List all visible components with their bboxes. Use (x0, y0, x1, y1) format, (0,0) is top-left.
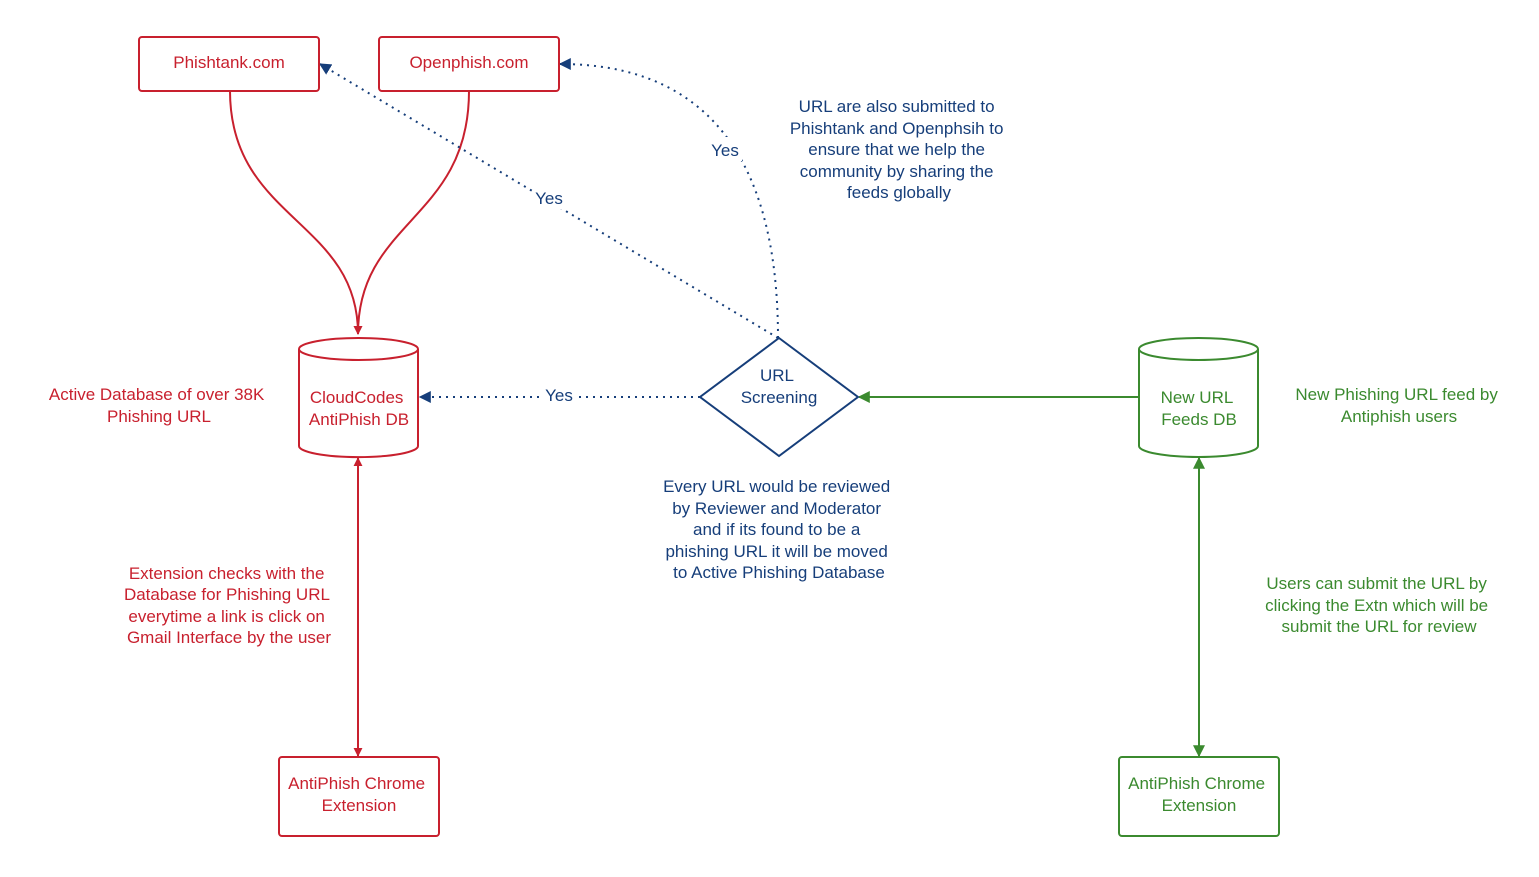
node-chrome-extension-right: AntiPhish Chrome Extension (1118, 756, 1280, 837)
edge-label-yes-openphish: Yes (711, 141, 739, 160)
edge-screening-to-openphish (558, 58, 779, 339)
node-chrome-extension-right-label: AntiPhish Chrome Extension (1128, 774, 1270, 815)
edge-label-yes-phishtank: Yes (535, 189, 563, 208)
node-openphish-label: Openphish.com (409, 53, 528, 72)
node-openphish: Openphish.com (378, 36, 560, 92)
node-new-url-feeds-db-label: New URL Feeds DB (1161, 388, 1238, 429)
annotation-submitted-to-community: URL are also submitted to Phishtank and … (790, 97, 1008, 202)
node-cloudcodes-db-label: CloudCodes AntiPhish DB (309, 388, 409, 429)
annotation-review-process: Every URL would be reviewed by Reviewer … (663, 477, 895, 582)
annotation-extension-checks: Extension checks with the Database for P… (124, 564, 334, 647)
node-chrome-extension-left: AntiPhish Chrome Extension (278, 756, 440, 837)
edge-phishtank-to-cloudcodes (229, 90, 363, 335)
node-phishtank: Phishtank.com (138, 36, 320, 92)
node-url-screening-label: URL Screening (741, 366, 818, 407)
annotation-active-db: Active Database of over 38K Phishing URL (49, 385, 269, 426)
annotation-users-submit: Users can submit the URL by clicking the… (1265, 574, 1493, 636)
node-phishtank-label: Phishtank.com (173, 53, 285, 72)
node-new-url-feeds-db: New URL Feeds DB (1138, 337, 1259, 458)
node-chrome-extension-left-label: AntiPhish Chrome Extension (288, 774, 430, 815)
edge-label-yes-cloudcodes: Yes (545, 386, 573, 405)
node-cloudcodes-db: CloudCodes AntiPhish DB (298, 337, 419, 459)
node-url-screening: URL Screening (698, 336, 860, 458)
annotation-new-feed: New Phishing URL feed by Antiphish users (1295, 385, 1502, 426)
edge-openphish-to-cloudcodes (353, 90, 470, 335)
